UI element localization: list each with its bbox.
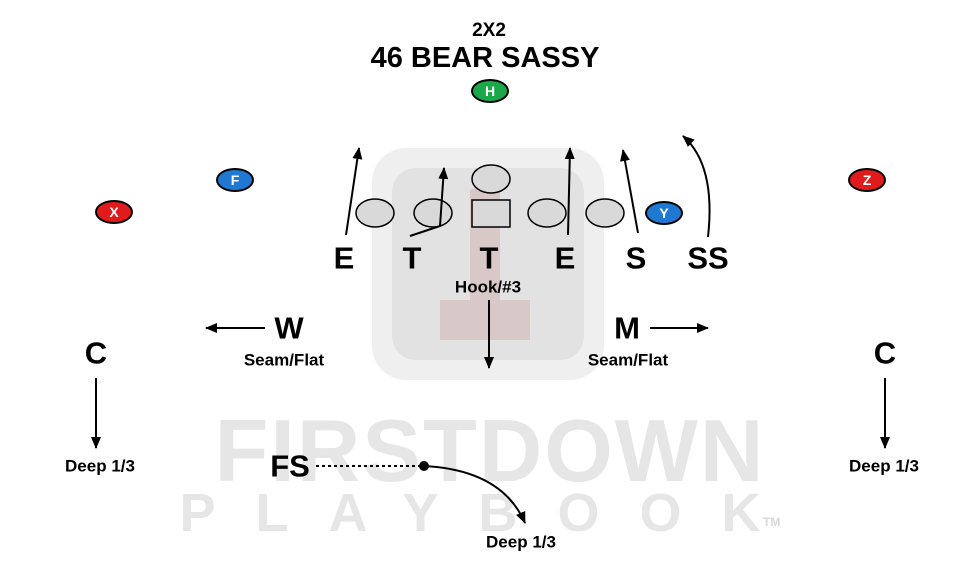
ol-left-guard bbox=[413, 198, 453, 228]
defender-e-right: E bbox=[554, 240, 576, 276]
player-x[interactable]: X bbox=[95, 200, 133, 224]
m-assignment: Seam/Flat bbox=[587, 350, 669, 370]
player-h[interactable]: H bbox=[471, 79, 509, 103]
defender-t-left: T bbox=[402, 240, 422, 276]
fs-assignment: Deep 1/3 bbox=[486, 532, 556, 552]
defender-c-right: C bbox=[873, 335, 897, 371]
e-right-rush-arrow bbox=[564, 147, 575, 236]
player-z[interactable]: Z bbox=[848, 168, 886, 192]
s-rush-arrow bbox=[620, 149, 639, 234]
defender-s: S bbox=[625, 240, 647, 276]
t-left-rush-arrow bbox=[409, 167, 449, 237]
hook-label: Hook/#3 bbox=[454, 277, 522, 297]
ol-right-guard bbox=[527, 198, 567, 228]
ol-center bbox=[471, 199, 511, 228]
defender-c-left: C bbox=[84, 335, 108, 371]
formation-label: 2X2 bbox=[472, 20, 506, 41]
c-right-assignment: Deep 1/3 bbox=[849, 456, 919, 476]
w-assignment: Seam/Flat bbox=[243, 350, 325, 370]
e-left-rush-arrow bbox=[345, 147, 363, 236]
player-f[interactable]: F bbox=[216, 168, 254, 192]
defender-t-right: T bbox=[479, 240, 499, 276]
play-title: 46 BEAR SASSY bbox=[370, 42, 600, 74]
defender-w: W bbox=[274, 310, 304, 346]
defender-e-left: E bbox=[333, 240, 355, 276]
qb bbox=[471, 164, 511, 194]
player-y[interactable]: Y bbox=[645, 201, 683, 225]
ss-rush-arrow bbox=[682, 135, 711, 238]
defender-m: M bbox=[614, 310, 640, 346]
defender-fs: FS bbox=[270, 448, 310, 484]
watermark-playbook: PLAYBOOK bbox=[179, 483, 801, 543]
ol-right-tackle bbox=[585, 198, 625, 228]
ol-left-tackle bbox=[355, 198, 395, 228]
defender-ss: SS bbox=[687, 240, 729, 276]
fs-deep-arrow bbox=[423, 465, 526, 524]
c-left-assignment: Deep 1/3 bbox=[65, 456, 135, 476]
watermark-tm: TM bbox=[763, 515, 781, 529]
